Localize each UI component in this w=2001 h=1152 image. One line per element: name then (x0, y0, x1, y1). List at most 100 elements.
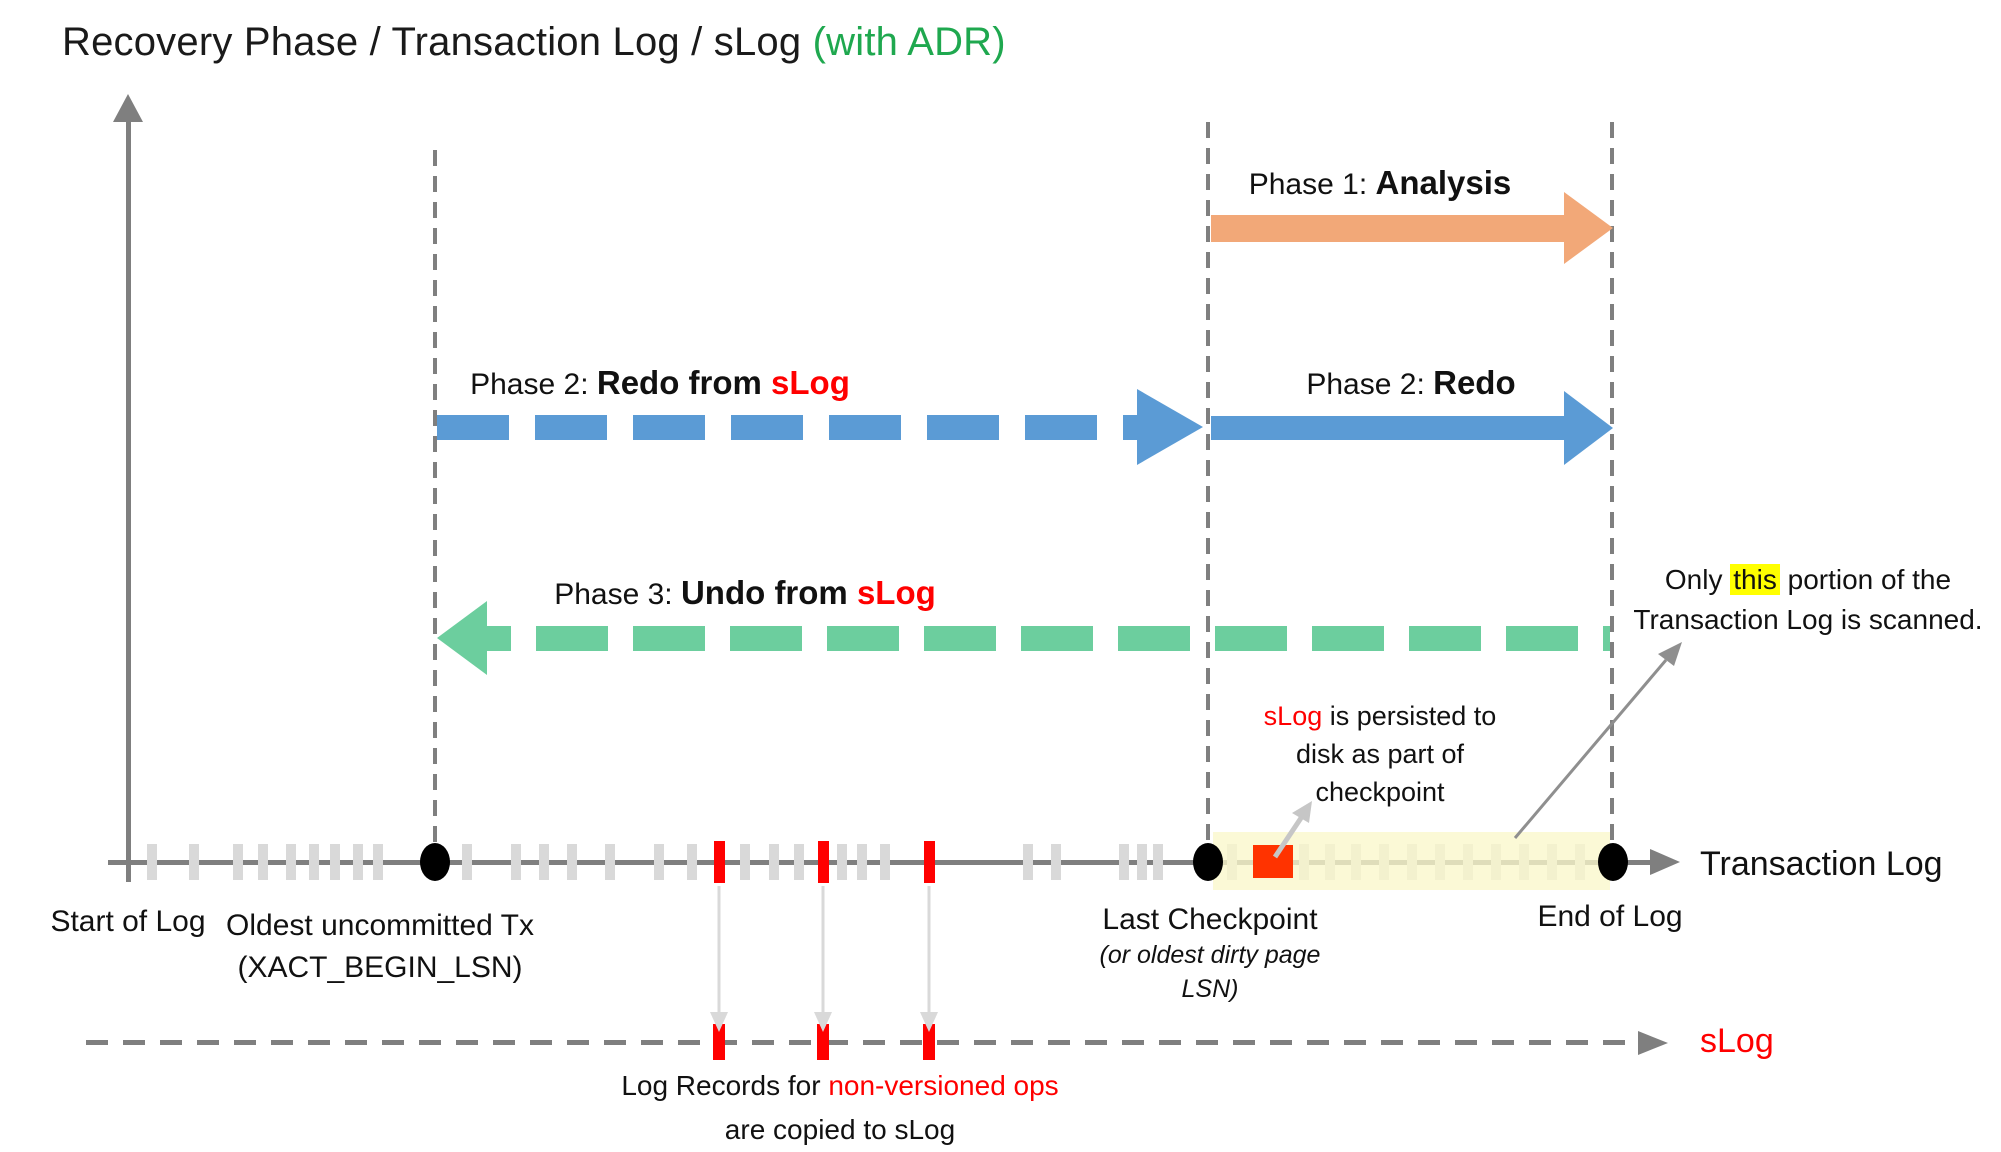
log-record-tick (687, 844, 697, 880)
scanned-line2: Transaction Log is scanned. (1633, 604, 1983, 635)
start-of-log-label: Start of Log (50, 905, 206, 938)
slog-persisted-annotation: sLog is persisted to disk as part of che… (1180, 697, 1580, 811)
copy-to-slog-arrow (814, 886, 832, 1032)
phase3-undo-arrow-stem (486, 626, 511, 651)
transaction-log-axis-label: Transaction Log (1700, 845, 1943, 883)
persisted-slog-word: sLog (1263, 701, 1323, 731)
phase3-slog-word: sLog (856, 574, 936, 611)
phase2-name: Redo (1433, 364, 1516, 401)
phase2-redo-arrowhead-icon (1564, 391, 1613, 465)
oldest-tx-dot (420, 843, 450, 881)
phase1-label: Phase 1: Analysis (1180, 164, 1580, 202)
log-record-tick (353, 844, 363, 880)
log-record-tick (567, 844, 577, 880)
log-record-tick (654, 844, 664, 880)
log-record-tick (1137, 844, 1147, 880)
end-of-log-label: End of Log (1537, 900, 1683, 933)
phase2-redo-from-slog-arrow-body (437, 415, 1137, 440)
log-record-tick (189, 844, 199, 880)
title-adr-text: (with ADR) (812, 20, 1006, 64)
copied-line1: Log Records for non-versioned ops (540, 1064, 1140, 1108)
log-record-tick (769, 844, 779, 880)
last-checkpoint-dot (1193, 843, 1223, 881)
slog-persisted-marker (1253, 845, 1293, 878)
log-record-tick (373, 844, 383, 880)
log-record-tick (233, 844, 243, 880)
end-of-log-guide-line (1610, 122, 1614, 858)
copied-red-text: non-versioned ops (828, 1070, 1059, 1101)
log-record-tick (605, 844, 615, 880)
copied-black-text: Log Records for (621, 1070, 829, 1101)
phase2s-prefix: Phase 2: (470, 368, 597, 401)
copied-line2: are copied to sLog (724, 1114, 956, 1145)
persisted-line1: sLog is persisted to (1180, 697, 1580, 735)
non-versioned-op-tick (714, 841, 725, 883)
persisted-line1-rest: is persisted to (1322, 701, 1497, 731)
scanned-portion-annotation: Only this portion of the Transaction Log… (1615, 560, 2001, 640)
page-title: Recovery Phase / Transaction Log / sLog … (62, 20, 1006, 65)
copy-to-slog-arrow (920, 886, 938, 1032)
end-of-log-dot (1598, 843, 1628, 881)
log-record-tick (794, 844, 804, 880)
log-record-tick (740, 844, 750, 880)
last-checkpoint-guide-line (1206, 122, 1210, 858)
log-record-tick (309, 844, 319, 880)
phase1-prefix: Phase 1: (1248, 168, 1376, 201)
phase2-redo-from-slog-arrowhead-icon (1137, 389, 1203, 465)
phase3-undo-arrow-body (511, 626, 1610, 651)
copy-to-slog-arrow (710, 886, 728, 1032)
log-record-tick (880, 844, 890, 880)
slog-record-tick (923, 1024, 935, 1060)
phase2-label: Phase 2: Redo (1211, 364, 1611, 402)
log-record-tick (330, 844, 340, 880)
last-checkpoint-label: Last Checkpoint (or oldest dirty page LS… (1060, 902, 1360, 1006)
slog-dashed-line (86, 1040, 1638, 1045)
log-record-tick (462, 844, 472, 880)
last-checkpoint-sub2: LSN) (1181, 975, 1239, 1003)
oldest-tx-line1: Oldest uncommitted Tx (226, 909, 534, 942)
last-checkpoint-line1: Last Checkpoint (1102, 903, 1318, 936)
slog-record-tick (817, 1024, 829, 1060)
vertical-axis-line (126, 118, 131, 882)
phase2s-name: Redo from (596, 364, 772, 401)
log-record-tick (511, 844, 521, 880)
phase2-from-slog-label: Phase 2: Redo from sLog (360, 364, 960, 402)
persisted-line3: checkpoint (1315, 777, 1445, 807)
log-record-tick (1119, 844, 1129, 880)
copied-to-slog-annotation: Log Records for non-versioned ops are co… (540, 1064, 1140, 1152)
phase3-undo-arrowhead-icon (437, 601, 487, 675)
log-record-tick (837, 844, 847, 880)
log-record-tick (539, 844, 549, 880)
oldest-tx-line2: (XACT_BEGIN_LSN) (237, 951, 523, 984)
phase3-prefix: Phase 3: (554, 578, 681, 611)
log-record-tick (1023, 844, 1033, 880)
scanned-post: portion of the (1779, 564, 1952, 595)
non-versioned-op-tick (924, 841, 935, 883)
non-versioned-op-tick (818, 841, 829, 883)
slog-axis-label: sLog (1700, 1022, 1774, 1060)
log-record-tick (258, 844, 268, 880)
last-checkpoint-sub1: (or oldest dirty page (1099, 941, 1321, 969)
phase3-label: Phase 3: Undo from sLog (445, 574, 1045, 612)
phase1-analysis-arrow-body (1211, 215, 1564, 242)
log-record-tick (857, 844, 867, 880)
phase2-prefix: Phase 2: (1306, 368, 1434, 401)
log-record-tick (1153, 844, 1163, 880)
persisted-line2: disk as part of (1295, 739, 1465, 769)
phase3-name: Undo from (680, 574, 857, 611)
log-record-tick (1051, 844, 1061, 880)
title-black-text: Recovery Phase / Transaction Log / sLog (62, 20, 813, 64)
oldest-tx-guide-line (433, 150, 437, 860)
phase1-name: Analysis (1375, 164, 1512, 201)
vertical-axis-arrowhead-icon (113, 94, 143, 122)
log-record-tick (147, 844, 157, 880)
slog-arrowhead-icon (1638, 1031, 1668, 1055)
slog-record-tick (713, 1024, 725, 1060)
scanned-this-highlight: this (1730, 564, 1780, 595)
transaction-log-arrowhead-icon (1650, 849, 1680, 875)
phase1-analysis-arrowhead-icon (1564, 192, 1613, 264)
log-record-tick (286, 844, 296, 880)
scanned-line1: Only this portion of the (1615, 560, 2001, 600)
oldest-tx-label: Oldest uncommitted Tx (XACT_BEGIN_LSN) (180, 905, 580, 989)
